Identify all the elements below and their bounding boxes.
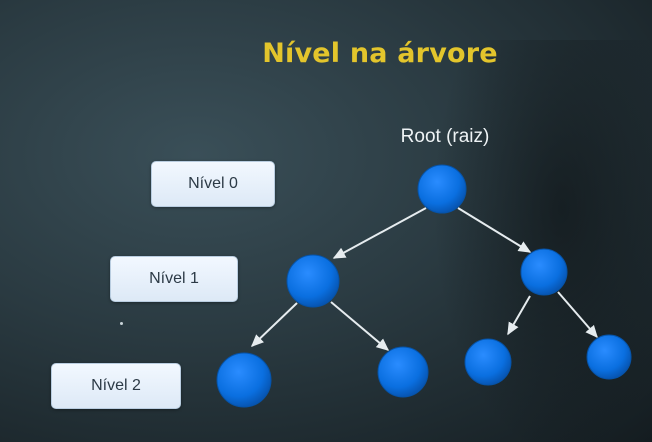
node-level2-c <box>464 338 512 386</box>
tree-nodes <box>216 164 632 408</box>
edge-root-n1-right <box>457 207 532 253</box>
slide-title: Nível na árvore <box>262 38 498 69</box>
edge-n1-right-n2-d <box>557 291 598 339</box>
level-1-box: Nível 1 <box>110 256 238 302</box>
edge-root-n1-left <box>332 207 427 259</box>
edge-n1-right-n2-c <box>507 295 531 336</box>
node-level1-left <box>286 254 340 308</box>
edge-n1-left-n2-a <box>250 302 298 347</box>
root-label: Root (raiz) <box>400 126 490 147</box>
node-level2-d <box>586 334 632 380</box>
dust-speck <box>120 322 123 325</box>
level-2-box: Nível 2 <box>51 363 181 409</box>
edge-n1-left-n2-b <box>330 301 390 351</box>
node-level2-b <box>377 346 429 398</box>
tree-edges <box>250 207 598 351</box>
node-root <box>417 164 467 214</box>
node-level2-a <box>216 352 272 408</box>
node-level1-right <box>520 248 568 296</box>
level-0-box: Nível 0 <box>151 161 275 207</box>
